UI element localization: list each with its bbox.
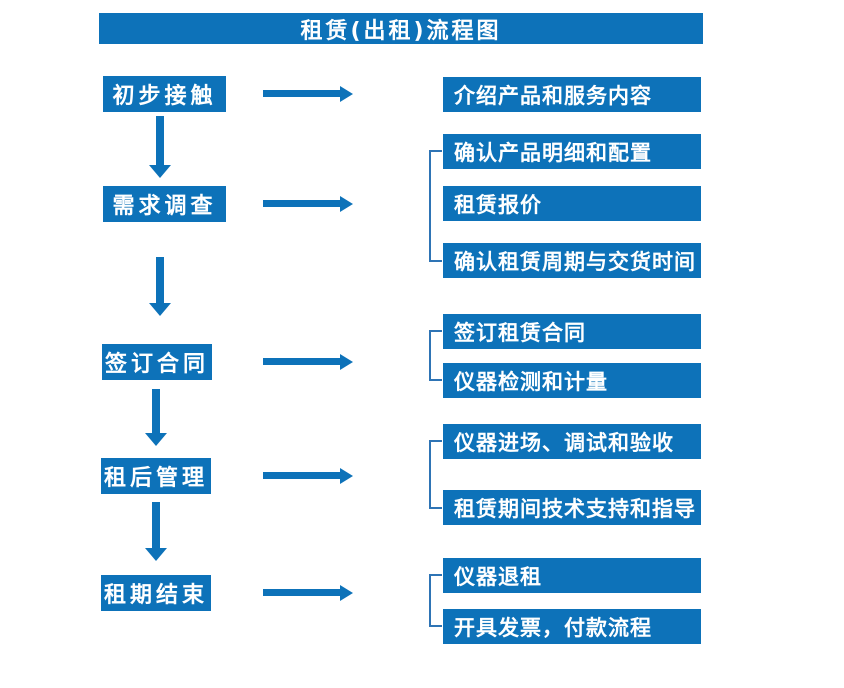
detail-box-rental-quote: 租赁报价: [443, 186, 701, 221]
detail-box-instrument-setup: 仪器进场、调试和验收: [443, 424, 701, 459]
page-title: 租赁(出租)流程图: [300, 18, 502, 44]
step-box-demand-survey: 需求调查: [103, 186, 226, 222]
group-bracket-sign-contract: [429, 330, 442, 381]
detail-box-instrument-check: 仪器检测和计量: [443, 363, 701, 398]
step-box-post-rental-mgmt: 租后管理: [101, 458, 211, 494]
right-arrow-icon: [263, 196, 353, 212]
down-arrow-icon: [145, 389, 167, 446]
step-box-rental-end: 租期结束: [101, 575, 211, 611]
group-bracket-rental-end: [429, 574, 442, 627]
detail-box-confirm-config: 确认产品明细和配置: [443, 134, 701, 169]
right-arrow-icon: [263, 354, 353, 370]
right-arrow-icon: [263, 585, 353, 601]
group-bracket-demand-survey: [429, 150, 442, 262]
down-arrow-icon: [149, 257, 171, 316]
down-arrow-icon: [145, 502, 167, 561]
right-arrow-icon: [263, 468, 353, 484]
detail-box-intro-products: 介绍产品和服务内容: [443, 77, 701, 112]
down-arrow-icon: [149, 116, 171, 178]
right-arrow-icon: [263, 86, 353, 102]
detail-box-tech-support: 租赁期间技术支持和指导: [443, 490, 701, 525]
step-box-initial-contact: 初步接触: [103, 76, 226, 112]
step-box-sign-contract: 签订合同: [102, 344, 212, 380]
detail-box-invoice-payment: 开具发票，付款流程: [443, 609, 701, 644]
title-bar: 租赁(出租)流程图: [99, 13, 703, 44]
detail-box-confirm-period: 确认租赁周期与交货时间: [443, 243, 701, 278]
detail-box-sign-lease: 签订租赁合同: [443, 314, 701, 349]
group-bracket-post-rental-mgmt: [429, 440, 442, 509]
detail-box-instrument-return: 仪器退租: [443, 558, 701, 593]
